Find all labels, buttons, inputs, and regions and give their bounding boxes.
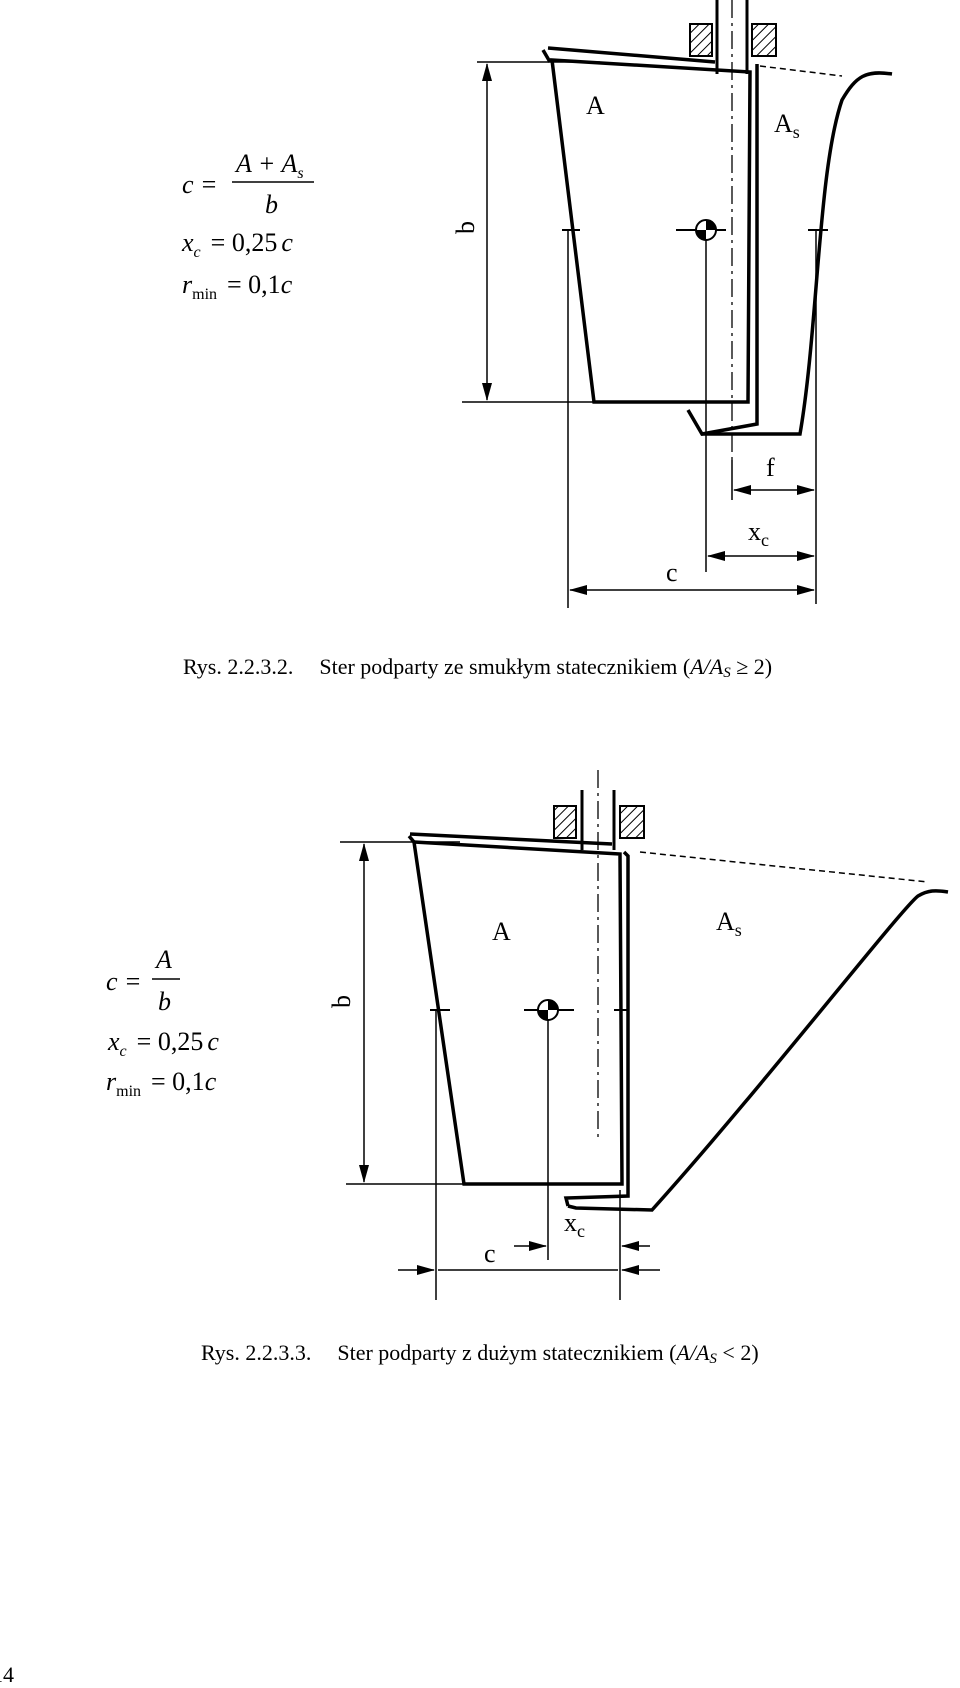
bearing-left: [689, 23, 713, 57]
bearing-right: [619, 805, 645, 839]
label-b: b: [327, 995, 356, 1008]
caption-text: Ster podparty ze smukłym statecznikiem (: [319, 654, 691, 679]
label-xc: xc: [564, 1208, 585, 1241]
caption-ratio: A/A: [676, 1340, 710, 1365]
formula-c-numerator: A: [154, 945, 172, 974]
caption-ratio-sub: S: [709, 1351, 717, 1367]
page-number: 14: [0, 1662, 14, 1687]
label-As: As: [774, 109, 800, 142]
label-b: b: [451, 221, 480, 234]
label-c: c: [666, 558, 678, 587]
caption-ratio-rest: < 2): [716, 1340, 759, 1365]
caption-ratio-sub: S: [723, 665, 731, 681]
dimension-lines: [340, 841, 660, 1300]
formula-c-denominator: b: [265, 190, 278, 219]
label-f: f: [766, 453, 775, 482]
formula-rmin: rmin= 0,1c: [182, 270, 293, 303]
label-c: c: [484, 1239, 496, 1268]
bearing-right: [751, 23, 777, 57]
caption-figure-2: Rys. 2.2.3.3. Ster podparty z dużym state…: [201, 1340, 759, 1368]
formula-c-numerator: A + As: [234, 149, 304, 182]
formula-c-lhs: c =: [182, 170, 218, 199]
rudder-stock: [553, 770, 645, 1140]
label-A: A: [586, 91, 605, 120]
rudder-stock: [689, 0, 777, 460]
formula-c-denominator: b: [158, 987, 171, 1016]
caption-ratio: A/A: [690, 654, 724, 679]
figure-labels: A As b xc c: [327, 907, 742, 1268]
label-A: A: [492, 917, 511, 946]
caption-ratio-rest: ≥ 2): [730, 654, 773, 679]
formula-rmin: rmin= 0,1c: [106, 1067, 217, 1100]
rudder-blade: [541, 46, 759, 436]
figure-labels: A As b f xc c: [451, 91, 800, 587]
centre-marker: [562, 219, 828, 241]
stabilizer: [567, 851, 949, 1212]
label-xc: xc: [748, 517, 769, 550]
formula-c-lhs: c =: [106, 967, 142, 996]
caption-figure-1: Rys. 2.2.3.2. Ster podparty ze smukłym st…: [183, 654, 772, 682]
dimension-lines: [462, 61, 817, 608]
bearing-left: [553, 805, 577, 839]
caption-number: Rys. 2.2.3.2.: [183, 654, 294, 679]
rudder-blade: [407, 832, 630, 1207]
stabilizer: [702, 65, 893, 436]
label-As: As: [716, 907, 742, 940]
caption-text: Ster podparty z dużym statecznikiem (: [337, 1340, 677, 1365]
caption-number: Rys. 2.2.3.3.: [201, 1340, 312, 1365]
